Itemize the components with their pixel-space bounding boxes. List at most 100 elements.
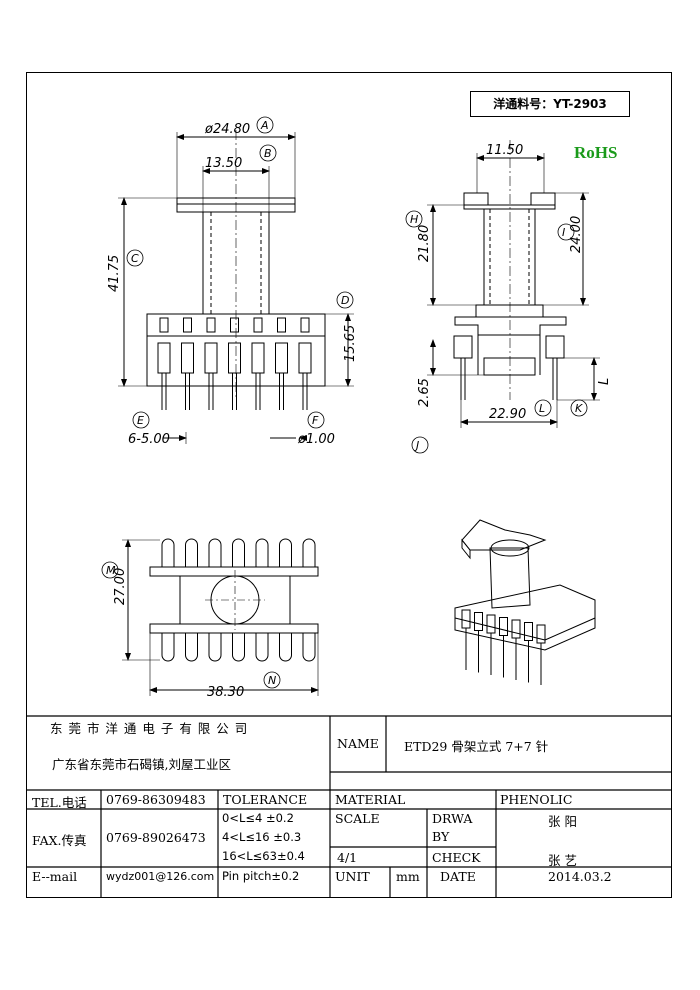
circle-label-i: I [562, 226, 565, 239]
isometric-view [454, 519, 596, 685]
dimension-h: 21.80 [417, 225, 432, 262]
title-block-grid [26, 715, 672, 898]
drawing-frame [26, 72, 672, 898]
circle-d [336, 291, 354, 309]
dimension-l: L [597, 378, 612, 385]
circle-label-b: B [264, 147, 272, 160]
date-label: DATE [440, 869, 476, 884]
circle-c [126, 249, 144, 267]
front-pin-slot [183, 317, 192, 333]
drawn-label-2: BY [432, 829, 450, 844]
bottom-view [122, 538, 319, 696]
tolerance-line-2: 4<L≤16 ±0.3 [222, 830, 302, 844]
dimension-c: 41.75 [107, 255, 122, 292]
dimension-m: 27.00 [113, 568, 128, 605]
bottom-pin-top [185, 538, 198, 567]
iso-pin-housing [461, 609, 471, 629]
iso-pin-housing [474, 612, 483, 631]
check-value: 张 艺 [548, 853, 577, 868]
bottom-pin-bottom [255, 633, 269, 662]
front-view [118, 130, 354, 444]
bottom-pin-bottom [302, 633, 316, 662]
name-value: ETD29 骨架立式 7+7 针 [404, 739, 549, 754]
unit-value: mm [396, 869, 420, 884]
front-pin-housing [204, 342, 218, 374]
part-number-box: 洋通料号：YT-2903 [470, 91, 630, 117]
circle-e [132, 411, 150, 429]
check-label: CHECK [432, 850, 481, 865]
material-label: MATERIAL [335, 792, 406, 807]
date-value: 2014.03.2 [548, 869, 612, 884]
circle-n [263, 671, 281, 689]
drawn-value: 张 阳 [548, 814, 577, 829]
unit-label: UNIT [335, 869, 370, 884]
front-pin-slot [277, 317, 286, 333]
circle-j [411, 436, 429, 454]
front-pin-slot [253, 317, 263, 333]
company-address: 广东省东莞市石碣镇,刘屋工业区 [52, 757, 231, 772]
circle-label-c: C [131, 252, 139, 265]
side-view [427, 140, 600, 428]
circle-label-e: E [137, 414, 144, 427]
rohs-mark: RoHS [574, 143, 618, 162]
front-pin-housing [251, 342, 265, 374]
fax-value: 0769-89026473 [106, 830, 206, 845]
bottom-pin-bottom [185, 633, 198, 662]
dimension-f: ø1.00 [297, 432, 335, 447]
circle-label-m: M [106, 564, 116, 577]
scale-label: SCALE [335, 811, 380, 826]
circle-l [534, 399, 552, 417]
drawn-label-1: DRWA [432, 811, 473, 826]
dimension-j: 2.65 [417, 378, 432, 407]
tel-value: 0769-86309483 [106, 792, 206, 807]
bottom-pin-bottom [232, 633, 245, 662]
front-pin-housing [228, 342, 241, 374]
bottom-pin-top [161, 538, 175, 567]
dimension-l-width: 22.90 [489, 407, 526, 422]
company-name: 东 莞 市 洋 通 电 子 有 限 公 司 [50, 721, 249, 736]
tel-label: TEL.电话 [32, 795, 87, 810]
circle-b [259, 144, 277, 162]
circle-h [405, 210, 423, 228]
dimension-a-dia: ø24.80 [204, 122, 250, 137]
tolerance-line-3: 16<L≤63±0.4 [222, 849, 305, 863]
dimension-i: 24.00 [569, 216, 584, 253]
name-label: NAME [337, 736, 379, 751]
iso-pin-housing [536, 624, 546, 644]
dimension-top-width: 11.50 [486, 143, 523, 158]
scale-value: 4/1 [337, 850, 358, 865]
iso-pin-housing [524, 622, 533, 641]
circle-label-h: H [410, 213, 418, 226]
fax-label: FAX.传真 [32, 833, 87, 848]
tolerance-line-1: 0<L≤4 ±0.2 [222, 811, 294, 825]
bottom-pin-top [279, 538, 292, 567]
circle-k [570, 399, 588, 417]
circle-f [307, 411, 325, 429]
dimension-n: 38.30 [207, 685, 244, 700]
dimension-e: 6-5.00 [128, 432, 170, 447]
circle-label-l: L [539, 402, 545, 415]
circle-i [557, 223, 575, 241]
tolerance-label: TOLERANCE [223, 792, 308, 807]
circle-label-a: A [260, 119, 269, 132]
front-pin-housing [298, 342, 312, 374]
bottom-pin-bottom [208, 633, 222, 662]
dimension-d: 15.65 [343, 325, 358, 362]
bottom-pin-top [208, 538, 222, 567]
email-value: wydz001@126.com [106, 870, 215, 883]
front-pin-slot [230, 317, 239, 333]
bottom-pin-bottom [161, 633, 175, 662]
circle-label-j: J [414, 439, 419, 452]
front-pin-slot [159, 317, 169, 333]
circle-m [101, 561, 119, 579]
front-pin-housing [181, 342, 194, 374]
front-pin-slot [206, 317, 216, 333]
tolerance-line-4: Pin pitch±0.2 [222, 869, 300, 883]
bottom-pin-top [255, 538, 269, 567]
iso-pin-housing [511, 619, 521, 639]
front-pin-housing [157, 342, 171, 374]
iso-pin-housing [486, 614, 496, 634]
circle-label-f: F [312, 414, 319, 427]
circle-label-n: N [268, 674, 276, 687]
